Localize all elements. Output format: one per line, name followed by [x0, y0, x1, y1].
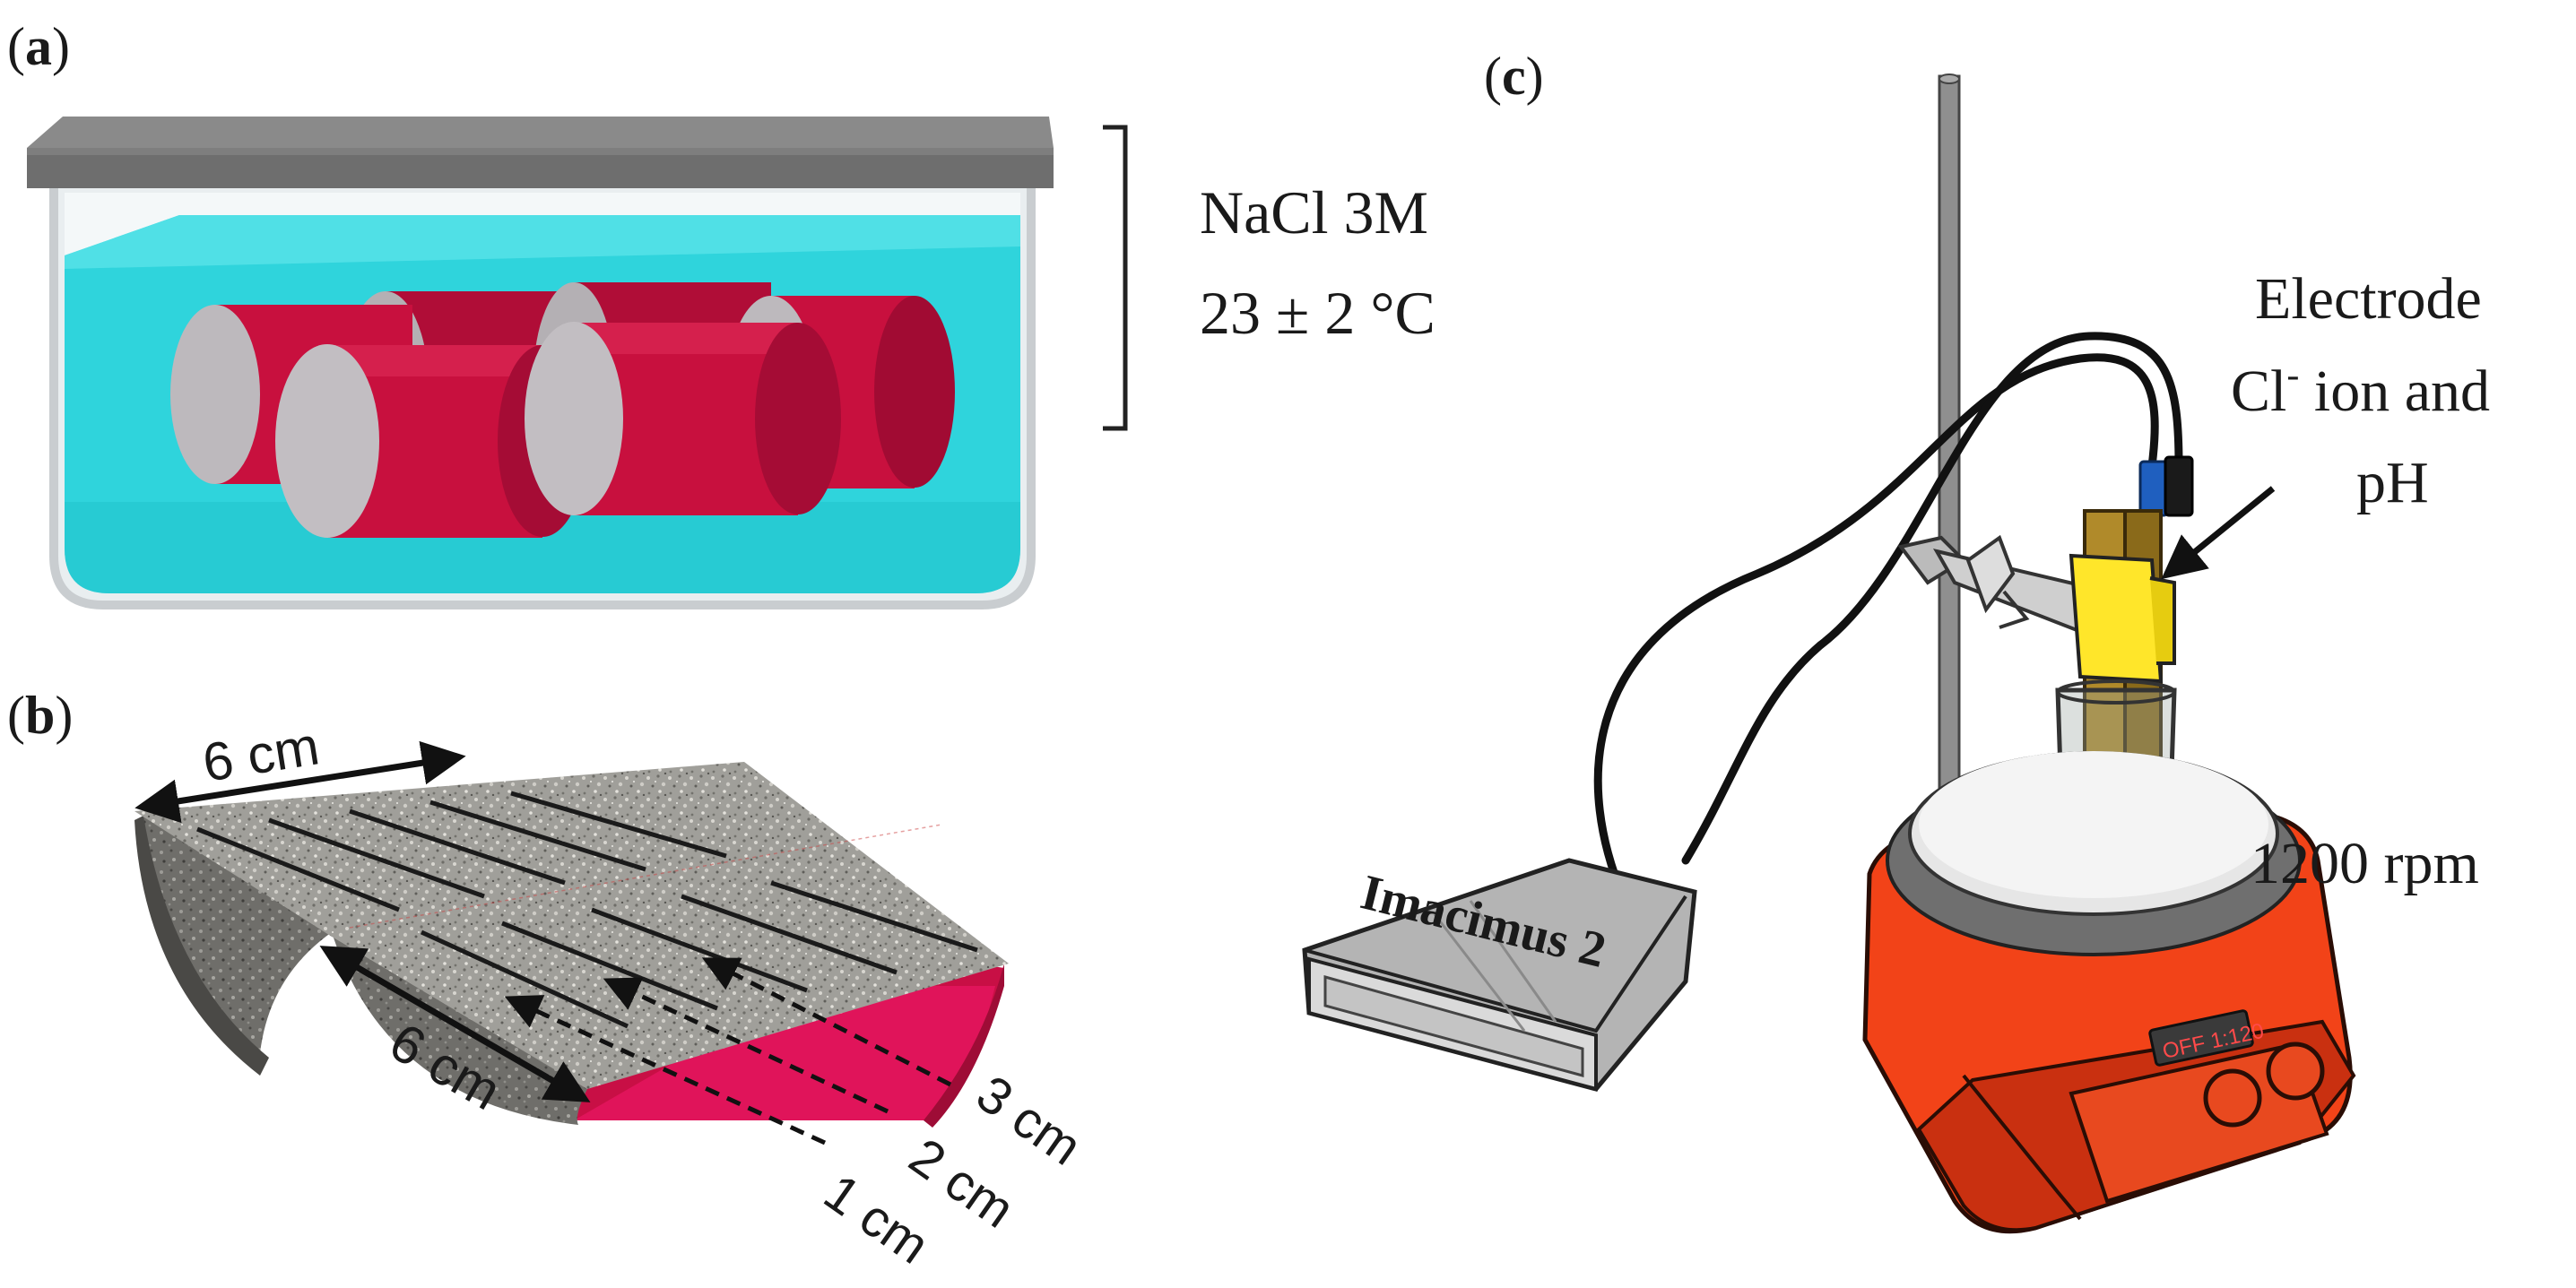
- stirrer-display: [2148, 1009, 2254, 1067]
- panel-a: (a): [7, 17, 1435, 609]
- depth-arrows: [504, 957, 952, 1145]
- imacimus-device: Imacimus 2: [1302, 858, 1697, 1092]
- solution-concentration: NaCl 3M: [1200, 178, 1428, 246]
- salt-solution-container: [49, 180, 1036, 609]
- stirring-speed-label: 1200 rpm: [2251, 831, 2479, 896]
- panel-c-label: (c): [1484, 47, 1544, 106]
- electrode-label-line2: Cl- ion and: [2231, 355, 2490, 424]
- container-lid: [27, 117, 1054, 188]
- depth-label-3cm: 3 cm: [967, 1064, 1092, 1176]
- stirrer-knob-left: [2203, 1068, 2262, 1128]
- height-bracket: [1103, 125, 1128, 431]
- magnetic-stirrer: OFF 1:120: [1862, 751, 2356, 1234]
- electrode-plug-black: [2164, 455, 2194, 517]
- specimen-cylinders-front: [275, 322, 841, 538]
- half-cylinder-prisms: [134, 762, 1009, 1128]
- length-dimension-arrow: [319, 946, 591, 1102]
- stirrer-knob-right: [2266, 1042, 2325, 1101]
- electrode-cables: [1593, 332, 2183, 901]
- electrode-label-line3: pH: [2356, 450, 2429, 515]
- electrode-pointer-arrow: [2161, 486, 2276, 580]
- electrode-holder: [2069, 553, 2164, 684]
- panel-c: (c): [1302, 47, 2490, 1234]
- panel-a-label: (a): [7, 17, 70, 76]
- width-dimension-arrow: [134, 740, 466, 824]
- solution-temperature: 23 ± 2 °C: [1200, 279, 1435, 347]
- panel-b: (b): [7, 686, 1092, 1275]
- grooves-back: [196, 791, 727, 912]
- prism-top-surface: [134, 762, 1009, 1089]
- electrode-plug-blue: [2138, 460, 2169, 517]
- electrode-label-line1: Electrode: [2255, 266, 2482, 332]
- panel-b-label: (b): [7, 686, 73, 745]
